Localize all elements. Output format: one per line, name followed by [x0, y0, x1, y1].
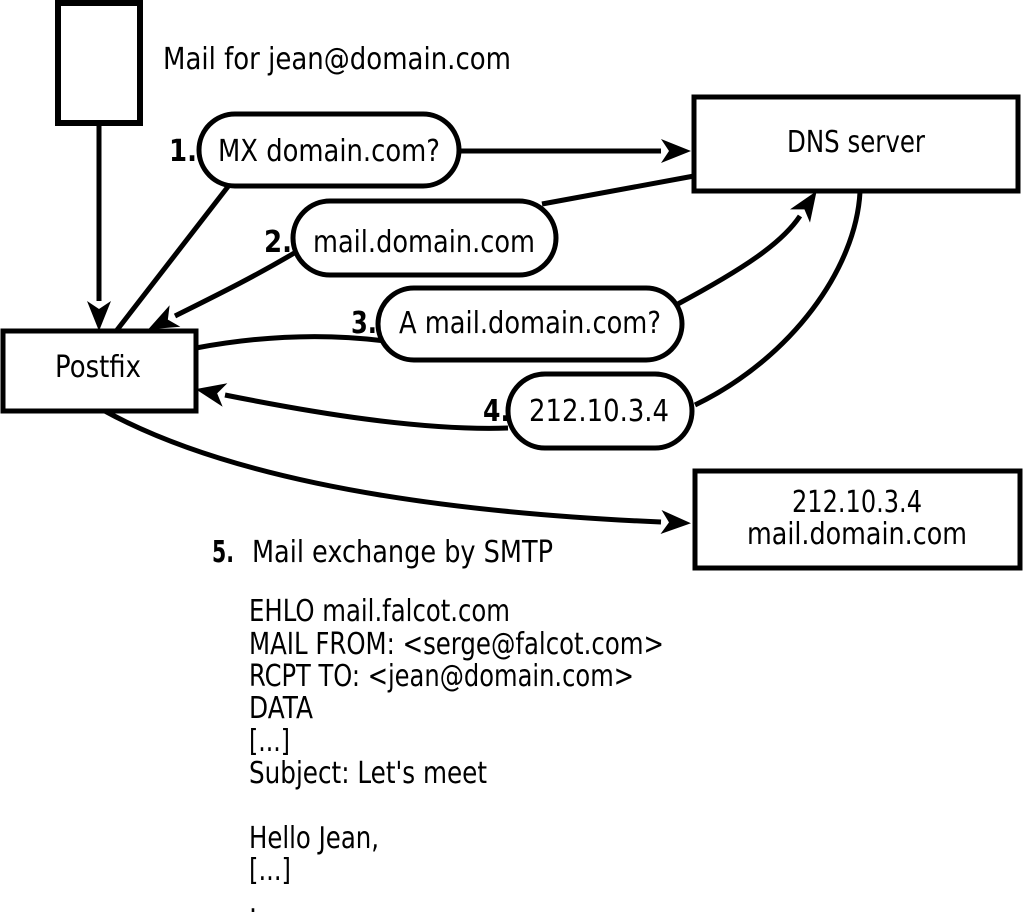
step-3-number: 3. [351, 306, 377, 341]
arrow-query-a-from-postfix [195, 334, 386, 351]
pill-query-mx-label: MX domain.com? [218, 134, 440, 169]
smtp-session: EHLO mail.falcot.com MAIL FROM: <serge@f… [249, 594, 664, 919]
dns-server-box [691, 94, 1021, 194]
pill-query-a [375, 285, 685, 363]
arrow-query-a-to-dns [674, 191, 817, 308]
pill-reply-a [505, 371, 695, 451]
step-1-number: 1. [169, 134, 197, 169]
smtp-line: RCPT TO: <jean@domain.com> [249, 659, 634, 694]
postfix-box [0, 328, 199, 414]
pill-reply-mx-label: mail.domain.com [313, 225, 535, 260]
smtp-line: [...] [249, 853, 291, 888]
mail-server-box [692, 468, 1023, 571]
nodes [0, 0, 1023, 571]
arrow-reply-a-from-dns [693, 191, 863, 408]
smtp-line: DATA [249, 691, 313, 726]
arrow-reply-a-to-postfix [195, 383, 509, 431]
smtp-line: EHLO mail.falcot.com [249, 594, 510, 629]
arrow-reply-mx-from-dns [541, 173, 695, 207]
pill-query-mx [196, 111, 462, 189]
mail-server-ip-label: 212.10.3.4 [792, 485, 922, 520]
pill-query-a-label: A mail.domain.com? [399, 306, 661, 341]
postfix-label: Postfix [55, 350, 141, 385]
labels: Mail for jean@domain.com 1. MX domain.co… [55, 42, 967, 570]
step-5-number: 5. [212, 535, 234, 570]
diagram-title: Mail for jean@domain.com [163, 42, 511, 77]
step-5-label: Mail exchange by SMTP [252, 535, 553, 570]
mail-envelope-icon [55, 0, 143, 126]
arrow-query-mx-from-postfix [115, 182, 232, 332]
mail-server-host-label: mail.domain.com [747, 517, 967, 552]
smtp-line: Subject: Let's meet [249, 756, 487, 791]
step-2-number: 2. [264, 225, 292, 260]
smtp-line: . [249, 885, 257, 919]
smtp-line: Hello Jean, [249, 821, 379, 856]
arrow-smtp-to-mailserver [101, 407, 691, 534]
smtp-line: MAIL FROM: <serge@falcot.com> [249, 627, 664, 662]
arrow-reply-mx-to-postfix [148, 249, 298, 330]
step-4-number: 4. [483, 394, 510, 429]
pill-reply-a-label: 212.10.3.4 [529, 394, 669, 429]
pill-reply-mx [290, 198, 559, 278]
dns-server-label: DNS server [787, 125, 926, 160]
smtp-line: [...] [249, 724, 290, 759]
connectors [87, 125, 863, 534]
